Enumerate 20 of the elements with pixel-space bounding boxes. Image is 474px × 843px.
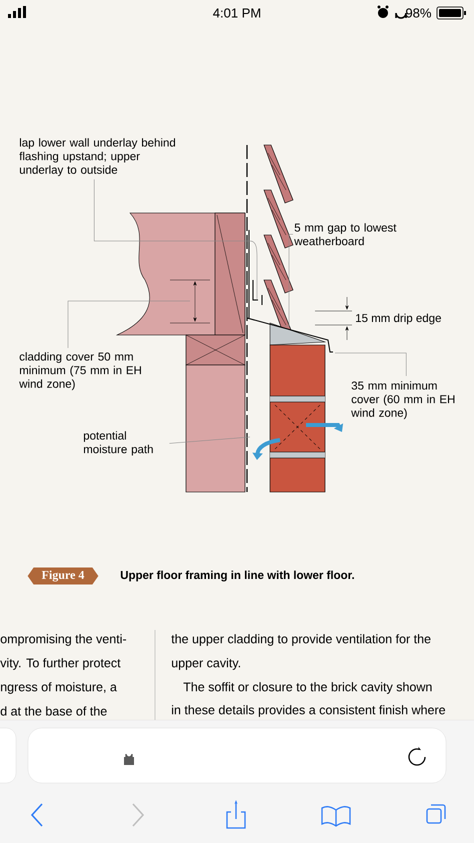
body-text: d at the base of the [0,706,107,716]
callout-text: 35 mm minimum cover (60 mm in EH wind zone) [351,381,454,420]
body-text: upper cavity. [172,658,240,670]
callout-text: 5 mm gap to lowest weatherboard [294,223,396,246]
body-text: ngress of moisture, a [1,682,117,694]
figure-caption: Upper floor framing in line with lower floor. [120,570,354,582]
callout-text: potential moisture path [84,431,153,456]
dimension-label: 15 mm drip edge [356,314,441,324]
body-text: vity. To further protect [0,658,121,670]
body-text: in these details provides a consistent finish where [172,705,446,717]
callout-text: cladding cover 50 mm minimum (75 mm in EH wind zone) [19,352,141,390]
figure-badge: Figure 4 [28,568,98,584]
leader-line [284,234,294,326]
callout-text: lap lower wall underlay behind flashing upstand; upper underlay to outside [19,138,176,176]
battery-percentage: 98% [406,8,431,18]
body-text: ompromising the venti- [0,634,126,646]
body-text: the upper cladding to provide ventilation for the [171,634,430,646]
leader-line [169,436,250,444]
status-time: 4:01 PM [213,8,260,18]
body-text: The soffit or closure to the brick cavity shown [183,682,432,694]
